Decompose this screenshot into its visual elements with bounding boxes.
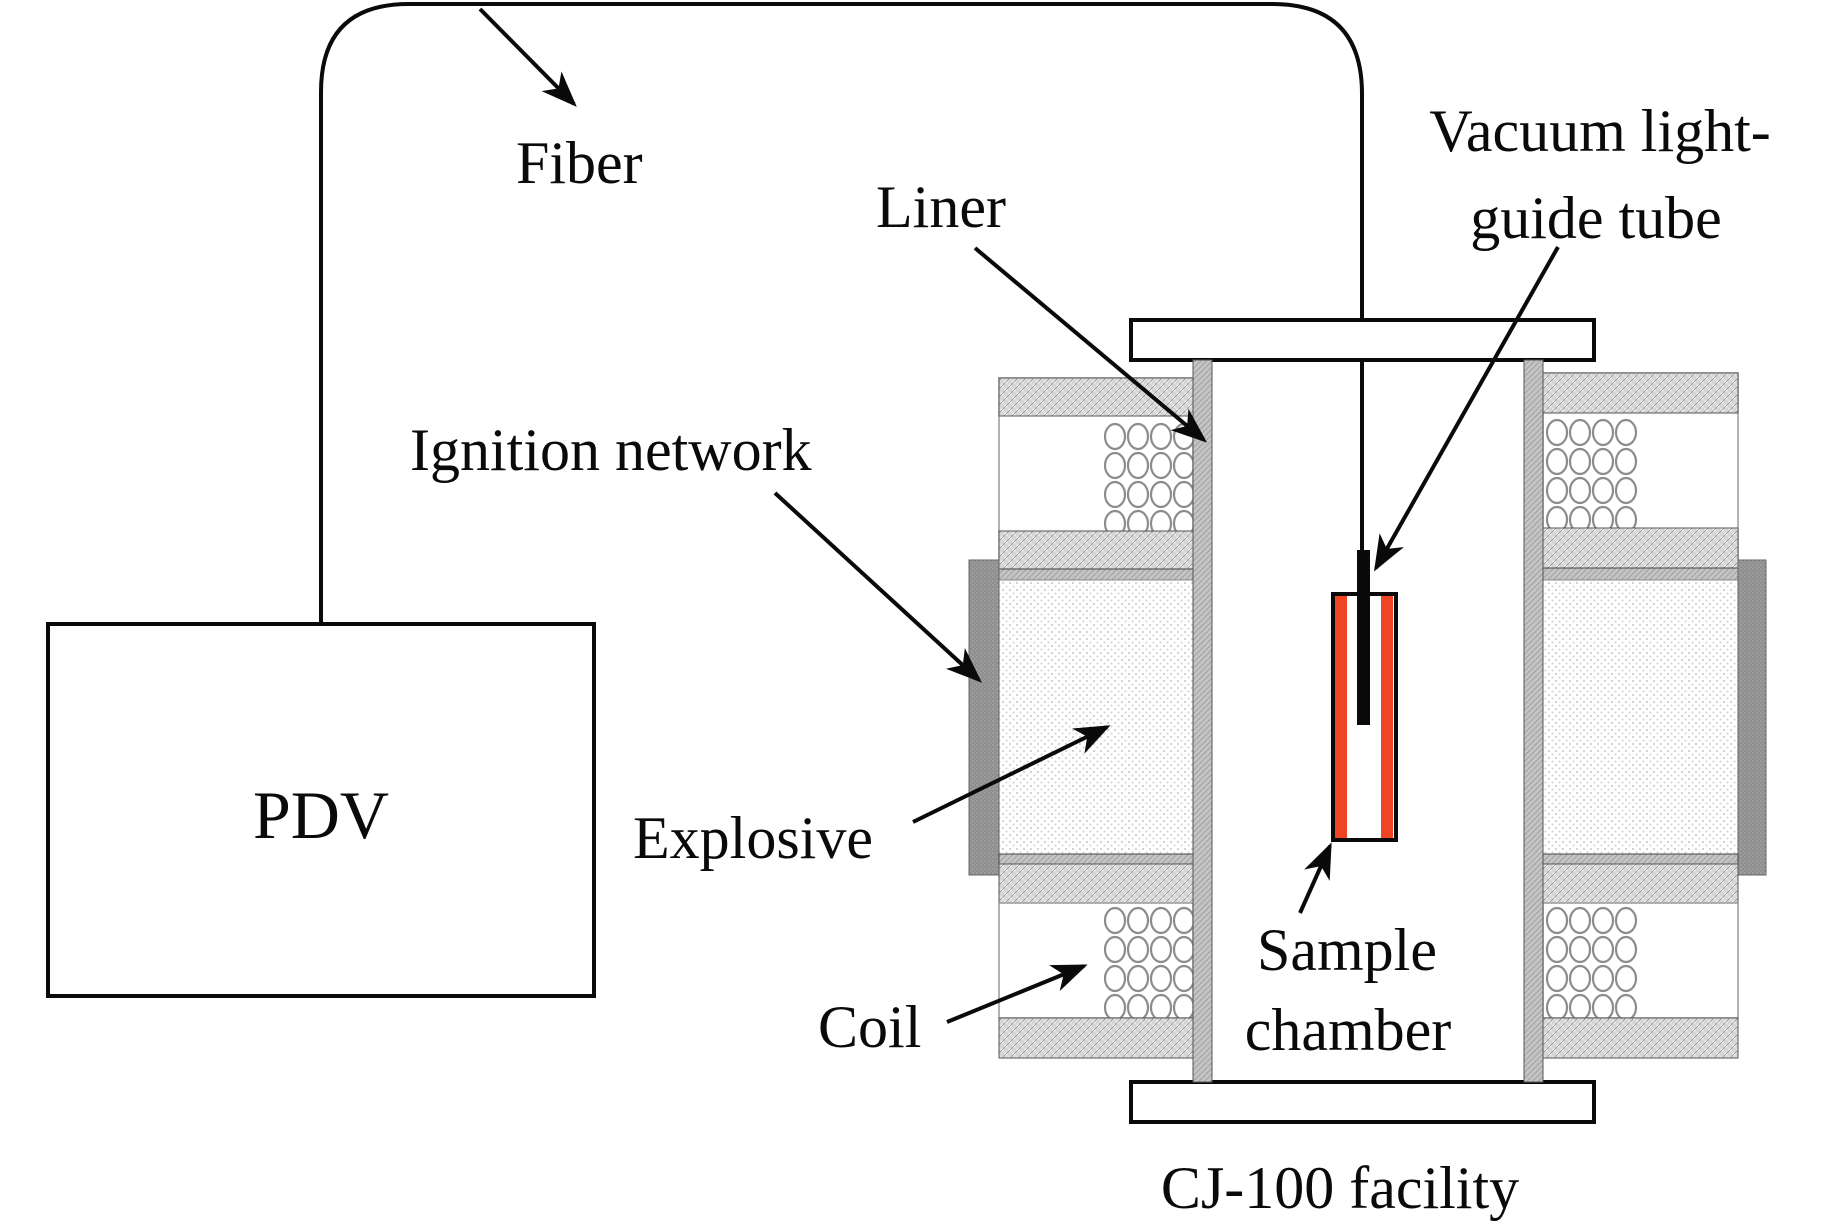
left-upper-hatch-top: [998, 377, 1194, 417]
coil-winding-icon: [1568, 447, 1592, 476]
coil-winding-icon: [1149, 480, 1173, 509]
vacuum-tube-arrow: [1374, 246, 1560, 572]
left-upper-hatch-bottom: [998, 530, 1194, 570]
coil-winding-icon: [1568, 935, 1592, 964]
sample-chamber-left-wall: [1335, 596, 1347, 838]
coil-winding-icon: [1591, 476, 1615, 505]
coil-winding-icon: [1126, 935, 1150, 964]
coil-winding-icon: [1103, 422, 1127, 451]
pdv-box: [46, 622, 596, 998]
left-lower-hatch-bottom: [998, 1017, 1194, 1059]
coil-winding-icon: [1149, 906, 1173, 935]
coil-winding-icon: [1591, 447, 1615, 476]
fiber-label: Fiber: [516, 130, 643, 196]
coil-winding-icon: [1103, 964, 1127, 993]
right-upper-coil-windings: [1545, 418, 1638, 534]
coil-winding-icon: [1545, 906, 1569, 935]
coil-winding-icon: [1545, 935, 1569, 964]
coil-winding-icon: [1591, 964, 1615, 993]
coil-winding-icon: [1614, 935, 1638, 964]
coil-winding-icon: [1614, 964, 1638, 993]
left-explosive: [998, 579, 1194, 855]
ignition-network-label: Ignition network: [410, 417, 812, 483]
right-upper-strip: [1542, 567, 1739, 581]
coil-winding-icon: [1545, 964, 1569, 993]
left-lower-hatch-top: [998, 863, 1194, 904]
coil-winding-icon: [1103, 451, 1127, 480]
coil-winding-icon: [1568, 964, 1592, 993]
left-lower-coil-box: [998, 902, 1194, 1019]
coil-winding-icon: [1614, 447, 1638, 476]
left-assembly: [968, 359, 1213, 1083]
coil-winding-icon: [1614, 906, 1638, 935]
coil-winding-icon: [1614, 476, 1638, 505]
right-lower-hatch-bottom: [1542, 1017, 1739, 1059]
coil-winding-icon: [1568, 418, 1592, 447]
sample-chamber-label-line1: Sample: [1257, 917, 1437, 983]
coil-winding-icon: [1545, 476, 1569, 505]
fiber-cable: [319, 2, 1364, 622]
explosive-arrow: [912, 725, 1111, 824]
coil-winding-icon: [1103, 906, 1127, 935]
pdv-label: PDV: [253, 777, 389, 853]
coil-winding-icon: [1591, 418, 1615, 447]
coil-winding-icon: [1568, 906, 1592, 935]
coil-winding-icon: [1103, 935, 1127, 964]
pdv-unit: PDV: [46, 622, 596, 998]
fiber-arrow: [478, 7, 577, 107]
coil-winding-icon: [1126, 906, 1150, 935]
right-assembly: [1523, 359, 1767, 1083]
right-explosive: [1542, 579, 1739, 855]
coil-winding-icon: [1614, 418, 1638, 447]
coil-winding-icon: [1149, 964, 1173, 993]
coil-winding-icon: [1149, 451, 1173, 480]
left-upper-strip: [998, 568, 1194, 581]
right-liner-wall: [1523, 359, 1544, 1083]
coil-label: Coil: [818, 994, 921, 1060]
left-lower-strip: [998, 853, 1194, 865]
coil-arrow: [946, 964, 1088, 1024]
coil-winding-icon: [1591, 906, 1615, 935]
coil-winding-icon: [1545, 418, 1569, 447]
right-lower-coil-windings: [1545, 906, 1638, 1022]
facility-label: CJ-100 facility: [1161, 1155, 1519, 1221]
sample-chamber-arrow: [1298, 842, 1332, 914]
coil-winding-icon: [1126, 422, 1150, 451]
coil-winding-icon: [1126, 451, 1150, 480]
sample-chamber: [1331, 550, 1398, 842]
coil-winding-icon: [1545, 447, 1569, 476]
right-lower-strip: [1542, 853, 1739, 865]
coil-winding-icon: [1103, 480, 1127, 509]
right-ignition-network: [1737, 559, 1767, 876]
left-ignition-network: [968, 559, 1000, 876]
vacuum-light-guide-tube: [1357, 550, 1370, 725]
liner-label: Liner: [876, 174, 1006, 240]
right-upper-hatch-bottom: [1542, 527, 1739, 569]
left-liner-wall: [1192, 359, 1213, 1083]
coil-winding-icon: [1126, 480, 1150, 509]
vacuum-tube-label-line2: guide tube: [1470, 185, 1722, 251]
vacuum-tube-label-line1: Vacuum light-: [1429, 98, 1771, 164]
coil-winding-icon: [1126, 964, 1150, 993]
bottom-plate: [1129, 1080, 1596, 1124]
coil-winding-icon: [1149, 935, 1173, 964]
explosive-label: Explosive: [633, 805, 873, 871]
coil-winding-icon: [1568, 476, 1592, 505]
coil-winding-icon: [1591, 935, 1615, 964]
right-lower-hatch-top: [1542, 863, 1739, 904]
sample-chamber-label-line2: chamber: [1245, 997, 1452, 1063]
top-plate: [1129, 318, 1596, 362]
liner-arrow: [973, 246, 1208, 443]
right-upper-hatch-top: [1542, 372, 1739, 414]
sample-chamber-right-wall: [1381, 596, 1393, 838]
ignition-network-arrow: [773, 491, 982, 683]
